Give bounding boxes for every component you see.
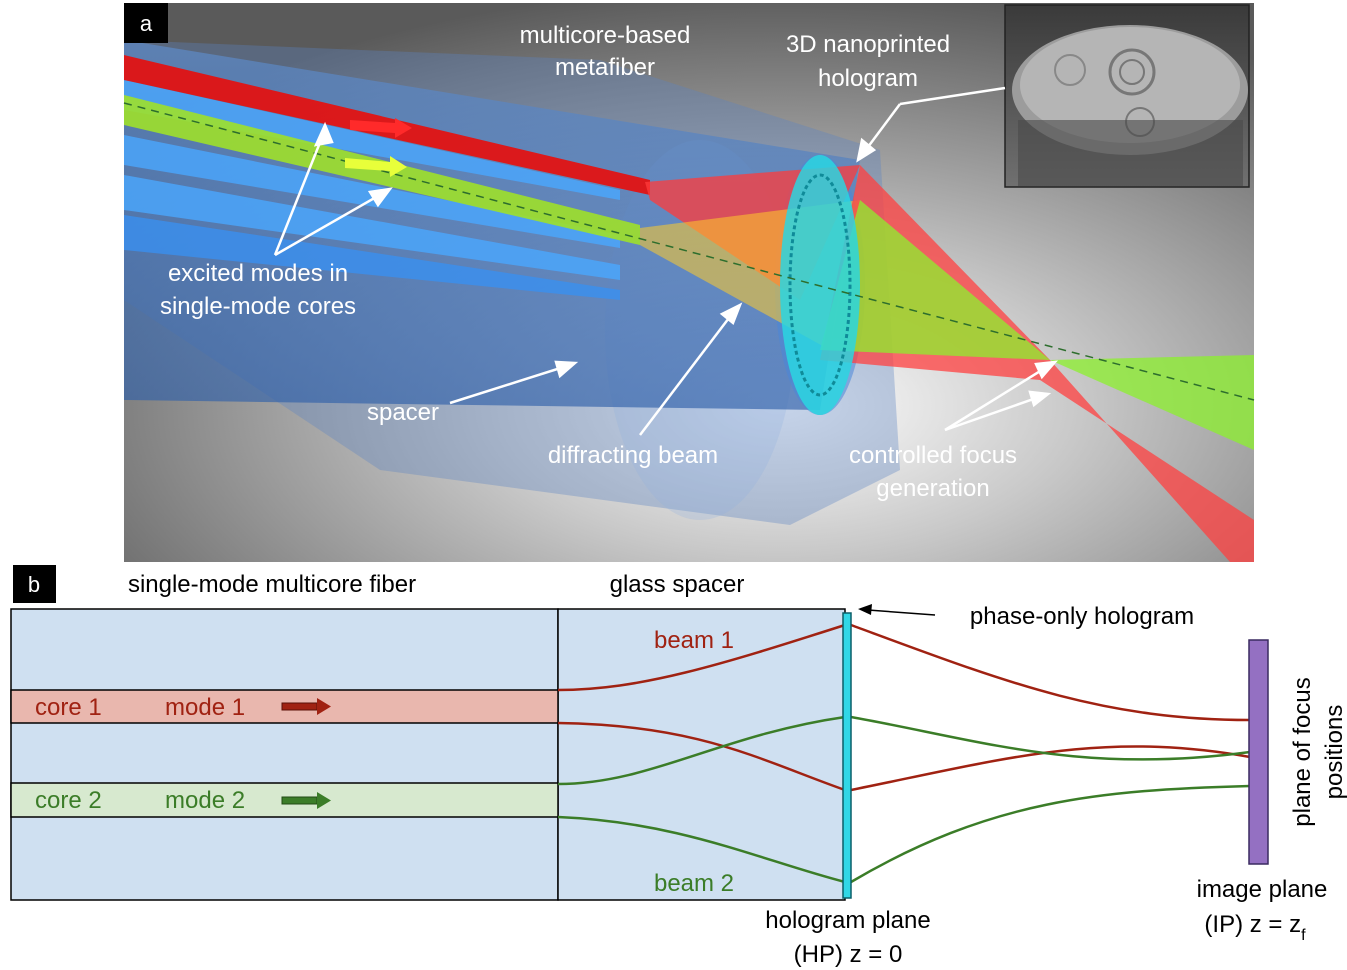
panel-b-tag: b (28, 572, 40, 597)
arrow-focus-1 (944, 363, 1051, 432)
core-beam-blue-1 (124, 80, 620, 200)
label-hologram-plane-1: hologram plane (765, 907, 930, 934)
sem-inset (1004, 4, 1250, 188)
label-beam-1: beam 1 (654, 627, 734, 654)
beam-1-upper-spacer (557, 623, 846, 692)
arrow-hologram (899, 86, 1006, 106)
label-focus-positions-2: positions (1321, 705, 1347, 800)
arrow-diffracting (639, 309, 736, 436)
hologram-pointer-line (867, 609, 936, 616)
arrow-spacer (449, 363, 571, 405)
arrow-focus-1-head (1034, 360, 1059, 380)
label-image-plane-subscript: f (1301, 927, 1306, 944)
label-image-plane-1: image plane (1197, 876, 1328, 903)
mode-2-arrow (281, 792, 331, 809)
arrow-modes-1-head (313, 121, 334, 147)
panel-a-tag-box (124, 3, 168, 43)
panel-b: b single-mode (10, 565, 1347, 968)
label-metafiber-2: metafiber (555, 54, 655, 81)
mode-2-arrow-head (317, 792, 331, 809)
mode-2-arrow-shaft (281, 796, 318, 805)
arrow-modes-2-head (367, 187, 393, 208)
mode-1-arrow-head (317, 698, 331, 715)
glass-spacer-block (557, 608, 846, 901)
mode-1-arrow (281, 698, 331, 715)
label-beam-2: beam 2 (654, 870, 734, 897)
label-image-plane-2-main: (IP) z = z (1204, 911, 1301, 938)
label-modes-2: single-mode cores (160, 293, 356, 320)
arrow-modes-2 (274, 190, 386, 257)
label-focus-positions-1: plane of focus (1289, 677, 1316, 826)
beam-2-lower-spacer (557, 815, 846, 884)
sem-ring-1 (1108, 48, 1156, 96)
label-focus-1: controlled focus (849, 442, 1017, 469)
beam-1-upper-free (850, 623, 1251, 722)
panel-a-tag: a (140, 11, 153, 36)
arrow-focus-2-head (1028, 390, 1052, 408)
beam-2-upper-free (850, 715, 1251, 761)
sem-ring-4 (1054, 54, 1086, 86)
label-core-1: core 1 (35, 694, 102, 721)
label-focus-2: generation (876, 475, 989, 502)
multicore-fiber-block (10, 608, 559, 901)
label-hologram-plane-2: (HP) z = 0 (794, 941, 903, 968)
arrow-spacer-head (554, 360, 579, 379)
label-multicore-fiber: single-mode multicore fiber (128, 571, 416, 598)
arrow-modes-1 (273, 129, 327, 256)
hologram-pointer-head (858, 604, 872, 615)
label-image-plane-2: (IP) z = zf (1204, 911, 1306, 944)
label-focus-positions: plane of focus positions (1289, 677, 1347, 826)
label-hologram-2: hologram (818, 65, 918, 92)
beam-2-lower-free (850, 784, 1251, 884)
arrow-hologram-head (856, 137, 877, 163)
mode-arrow-red (350, 118, 412, 138)
sem-cylinder (1018, 120, 1243, 186)
label-metafiber-1: multicore-based (520, 22, 691, 49)
annotation-arrows (273, 86, 1059, 436)
hologram-rings (788, 173, 852, 397)
optical-axis (123, 102, 1255, 401)
arrow-diffracting-head (719, 302, 743, 326)
label-spacer: spacer (367, 399, 439, 426)
label-mode-2: mode 2 (165, 787, 245, 814)
label-diffracting-beam: diffracting beam (548, 442, 718, 469)
label-modes-1: excited modes in (168, 260, 348, 287)
image-plane (1248, 639, 1269, 865)
panel-b-tag-box (13, 565, 56, 603)
core-beam-blue-3 (124, 175, 620, 280)
mode-1-arrow-shaft (281, 702, 318, 711)
hologram-disk (780, 155, 860, 415)
mode-arrow-green (345, 156, 407, 177)
label-glass-spacer: glass spacer (610, 571, 745, 598)
beam-2-upper-spacer (557, 715, 846, 786)
label-hologram-1: 3D nanoprinted (786, 31, 950, 58)
arrow-focus-2 (944, 394, 1043, 432)
green-output-beam (820, 200, 1254, 450)
beam-1-lower-free (850, 745, 1251, 792)
panel-a: a multicore-based metafiber 3D nanoprint… (123, 3, 1255, 562)
label-core-2: core 2 (35, 787, 102, 814)
label-mode-1: mode 1 (165, 694, 245, 721)
label-phase-hologram: phase-only hologram (970, 603, 1194, 630)
phase-only-hologram (842, 612, 852, 899)
sem-ring-2 (1119, 59, 1145, 85)
core-beam-blue-4 (124, 215, 620, 300)
